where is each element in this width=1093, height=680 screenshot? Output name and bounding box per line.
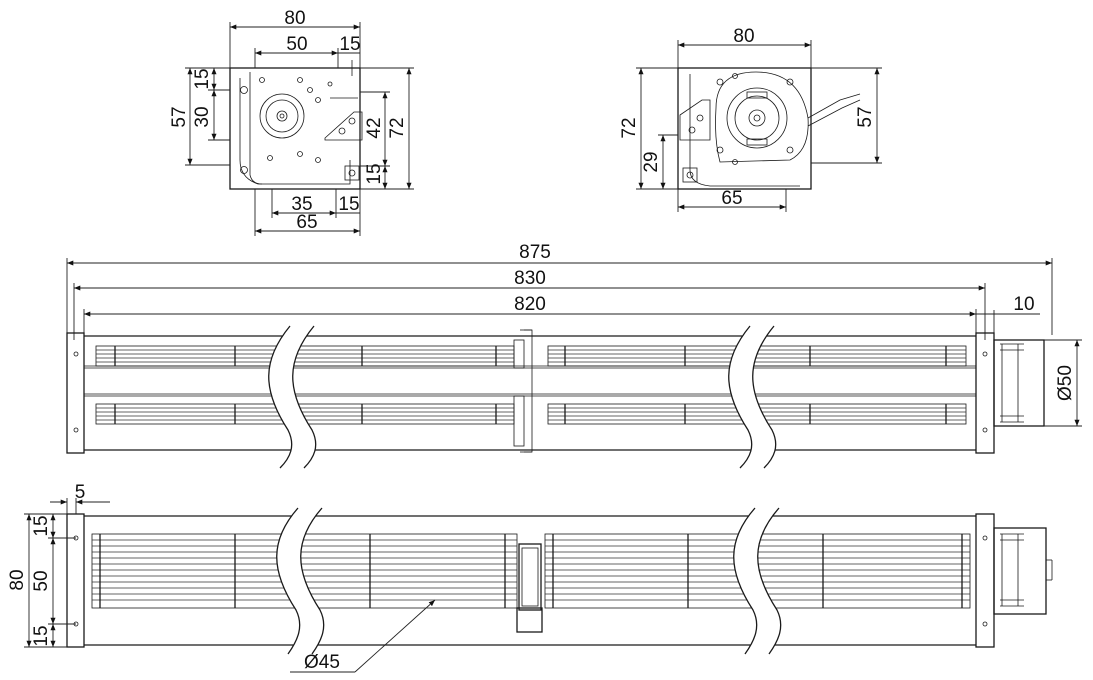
- mount-bracket-right: [679, 99, 711, 141]
- impeller-upper-left: [95, 345, 515, 367]
- dim-72-left: 72: [387, 117, 408, 138]
- dim-35-left: 35: [291, 194, 312, 215]
- dim-80-left-top: 80: [284, 8, 305, 29]
- dim-80-front: 80: [7, 569, 28, 590]
- break-mark-front-right: [733, 508, 781, 654]
- dim-5: 5: [75, 482, 86, 503]
- motor-body-front: [993, 527, 1047, 615]
- dim-50-front: 50: [31, 570, 52, 591]
- dim-65-right: 65: [721, 188, 742, 209]
- mount-bracket: [324, 111, 363, 141]
- dim-15-left-bottom: 15: [338, 194, 359, 215]
- dim-15-left-vert: 15: [192, 68, 213, 89]
- dim-impeller-diameter: Ø45: [304, 652, 340, 673]
- front-view: 5 80 15 50 15 Ø45: [7, 482, 1053, 673]
- motor-wire: [807, 93, 861, 119]
- dim-motor-diameter: Ø50: [1055, 365, 1076, 401]
- end-view-left: 80 50 15 57 15 30 72 42 15: [169, 8, 414, 236]
- break-mark-left: [268, 326, 316, 468]
- dim-42-left: 42: [364, 117, 385, 138]
- dim-65-left: 65: [296, 212, 317, 233]
- dim-875: 875: [519, 242, 551, 263]
- break-mark-right: [728, 326, 776, 468]
- break-mark-front-left: [276, 508, 324, 654]
- impeller-blades-front: [92, 534, 970, 608]
- dim-10: 10: [1013, 294, 1034, 315]
- dim-72-right: 72: [619, 117, 640, 138]
- dim-15-front-top: 15: [31, 515, 52, 536]
- dim-30-left: 30: [192, 106, 213, 127]
- dim-29-right: 29: [641, 151, 662, 172]
- dim-15-front-bottom: 15: [31, 625, 52, 646]
- dim-57-right: 57: [855, 106, 876, 127]
- motor-hub-circle-right: [734, 95, 780, 141]
- dim-15-left-top: 15: [339, 34, 360, 55]
- end-view-right: 80 72 29 57 65: [619, 26, 882, 212]
- motor-body: [993, 339, 1045, 427]
- dim-15-left-vert-bottom: 15: [364, 163, 385, 184]
- dim-830: 830: [514, 268, 546, 289]
- motor-hub-circle: [259, 93, 305, 139]
- dim-80-right: 80: [733, 26, 754, 47]
- scroll-housing: [715, 71, 809, 163]
- center-bearing: [518, 543, 542, 611]
- dim-820: 820: [514, 294, 546, 315]
- dim-50-left: 50: [286, 34, 307, 55]
- top-view: 875 830 820 10: [66, 242, 1082, 469]
- dim-57-left: 57: [169, 106, 190, 127]
